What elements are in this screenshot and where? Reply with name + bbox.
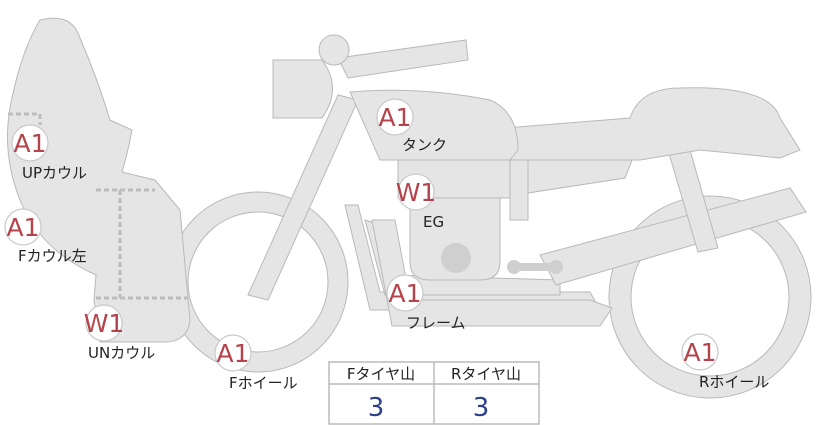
grade-text: A1: [13, 129, 46, 158]
seat-shape: [479, 87, 801, 161]
badge-frame[interactable]: A1 フレーム: [386, 274, 466, 332]
part-label-engine: EG: [423, 213, 444, 231]
tire-tread-table: Fタイヤ山 Rタイヤ山 3 3: [328, 361, 540, 425]
part-label-frame: フレーム: [406, 314, 466, 332]
cowl-shape[interactable]: [7, 17, 191, 343]
motorcycle-silhouette: [7, 17, 812, 399]
grade-text: W1: [84, 309, 125, 338]
badge-circle: [376, 98, 414, 136]
grade-text: A1: [378, 103, 411, 132]
table-header-front-tread: Fタイヤ山: [347, 365, 415, 383]
grade-text: A1: [6, 213, 39, 242]
badge-circle: [85, 304, 123, 342]
handlebar-shape: [337, 39, 469, 79]
front-tread-value: 3: [368, 393, 385, 423]
badge-circle: [214, 334, 252, 372]
badge-circle: [397, 173, 435, 211]
headlight-shape: [272, 59, 333, 119]
part-label-r-wheel: Rホイール: [699, 373, 769, 391]
part-label-tank: タンク: [402, 136, 447, 154]
part-label-f-wheel: Fホイール: [229, 374, 298, 392]
grade-text: A1: [388, 279, 421, 308]
part-label-up-cowl: UPカウル: [22, 164, 87, 182]
grade-text: A1: [216, 339, 249, 368]
rear-wheel-shape[interactable]: [609, 196, 811, 398]
rear-tread-value: 3: [473, 393, 490, 423]
front-fork-shape: [247, 94, 359, 301]
grade-text: A1: [683, 338, 716, 367]
part-label-un-cowl: UNカウル: [88, 344, 155, 362]
badge-circle: [11, 124, 49, 162]
table-header-rear-tread: Rタイヤ山: [451, 365, 521, 383]
badge-circle: [4, 208, 42, 246]
badge-circle: [681, 333, 719, 371]
part-label-f-cowl-left: Fカウル左: [18, 247, 87, 265]
badge-circle: [386, 274, 424, 312]
badge-tank[interactable]: A1 タンク: [376, 98, 447, 154]
grade-text: W1: [396, 178, 437, 207]
